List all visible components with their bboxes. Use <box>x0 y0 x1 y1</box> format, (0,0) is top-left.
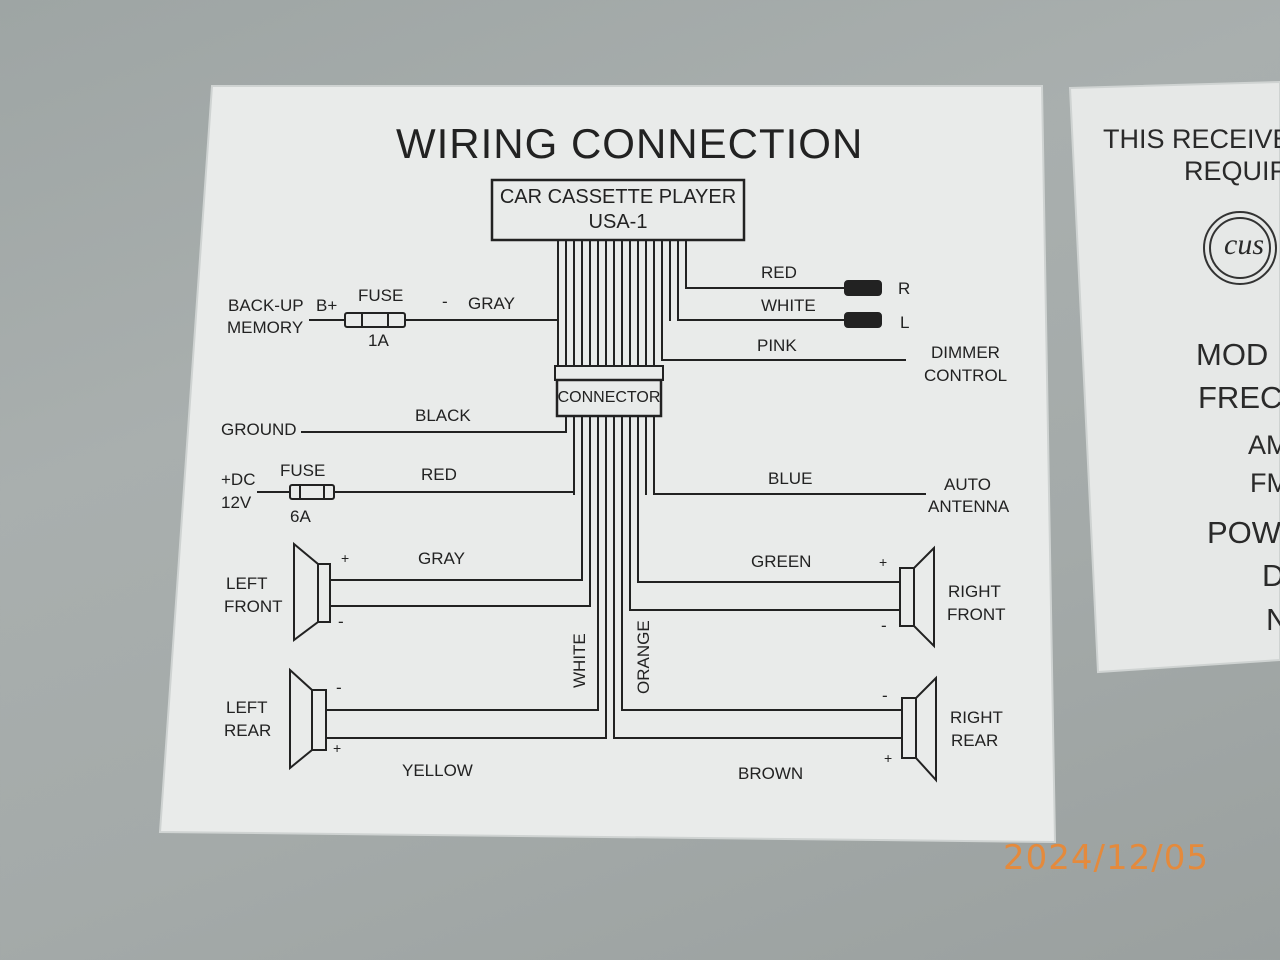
rca-plug-r <box>844 280 882 296</box>
right-front-plus: + <box>879 554 888 570</box>
receiver-text-1: THIS RECEIVE <box>1103 124 1280 154</box>
right-rear-minus: - <box>882 686 888 705</box>
gray-backup-wire <box>309 239 559 321</box>
cassette-player-name: CAR CASSETTE PLAYER <box>499 186 737 208</box>
orange-vertical-label: ORANGE <box>634 620 653 694</box>
left-front-plus: + <box>341 550 350 566</box>
right-rear-label-2: REAR <box>951 731 999 750</box>
rca-l-label: L <box>900 313 910 332</box>
cassette-player-box <box>490 178 746 242</box>
left-front-label-1: LEFT <box>226 574 268 593</box>
receiver-text-2: REQUIR <box>1184 156 1280 186</box>
brand-logo <box>1203 211 1277 285</box>
right-rear-plus: + <box>884 750 893 766</box>
fuse-6a <box>289 484 335 500</box>
right-rear-wire-label: BROWN <box>738 764 804 783</box>
diagram-title: WIRING CONNECTION <box>396 120 864 167</box>
blue-wire-label: BLUE <box>768 469 813 488</box>
fuse-1a <box>344 312 406 328</box>
receiver-text-7: POW <box>1207 515 1280 550</box>
dimmer-label-2: CONTROL <box>924 366 1008 385</box>
dc-label-1: +DC <box>221 470 256 489</box>
receiver-text-3: MOD <box>1196 337 1269 372</box>
rca-r-label: R <box>898 279 911 298</box>
brand-logo-text: cus <box>1224 228 1264 261</box>
left-rear-plus: + <box>333 740 342 756</box>
connector-box <box>554 365 664 381</box>
minus-mark-top: - <box>442 292 448 311</box>
second-label-sticker <box>1068 80 1280 674</box>
white-rca-label: WHITE <box>761 296 816 315</box>
fuse-1a-label: FUSE <box>358 286 404 305</box>
wire-bundle-bottom <box>565 415 655 739</box>
left-front-label-2: FRONT <box>224 597 283 616</box>
red-rca-label: RED <box>761 263 797 282</box>
fuse-1a-rating: 1A <box>368 331 389 350</box>
left-rear-wire-label: YELLOW <box>402 761 473 780</box>
receiver-text-4: FREC <box>1198 380 1280 415</box>
right-front-label-1: RIGHT <box>948 582 1001 601</box>
right-front-label-2: FRONT <box>947 605 1006 624</box>
ground-label: GROUND <box>221 420 297 439</box>
auto-antenna-label-1: AUTO <box>944 475 991 494</box>
rca-plug-l <box>844 312 882 328</box>
right-rear-label-1: RIGHT <box>950 708 1003 727</box>
left-rear-minus: - <box>336 678 342 697</box>
white-vertical-label: WHITE <box>570 633 589 688</box>
left-rear-label-2: REAR <box>224 721 272 740</box>
wire-bundle-top <box>557 239 687 367</box>
gray-wire-label: GRAY <box>468 294 515 313</box>
left-front-minus: - <box>338 612 344 631</box>
auto-antenna-label-2: ANTENNA <box>928 497 1010 516</box>
connector-label: CONNECTOR <box>557 389 661 406</box>
red-power-wire-label: RED <box>421 465 457 484</box>
black-wire-label: BLACK <box>415 406 471 425</box>
fuse-6a-label: FUSE <box>280 461 326 480</box>
fuse-6a-rating: 6A <box>290 507 311 526</box>
pink-wire-label: PINK <box>757 336 797 355</box>
right-front-minus: - <box>881 616 887 635</box>
receiver-text-9: N <box>1266 602 1280 637</box>
right-front-wire-label: GREEN <box>751 552 812 571</box>
receiver-text-5: AM <box>1248 430 1280 460</box>
left-rear-label-1: LEFT <box>226 698 268 717</box>
receiver-text-8: D <box>1262 558 1280 593</box>
dc-label-2: 12V <box>221 493 252 512</box>
cassette-player-model: USA-1 <box>588 211 648 233</box>
wiring-label-sticker <box>158 85 1057 844</box>
backup-memory-label-1: BACK-UP <box>228 296 304 315</box>
left-front-wire-label: GRAY <box>418 549 465 568</box>
bplus-label: B+ <box>316 296 338 315</box>
dimmer-label-1: DIMMER <box>931 343 1000 362</box>
receiver-text-6: FM <box>1250 468 1280 498</box>
date-stamp: 2024/12/05 <box>1003 838 1209 878</box>
backup-memory-label-2: MEMORY <box>227 318 304 337</box>
